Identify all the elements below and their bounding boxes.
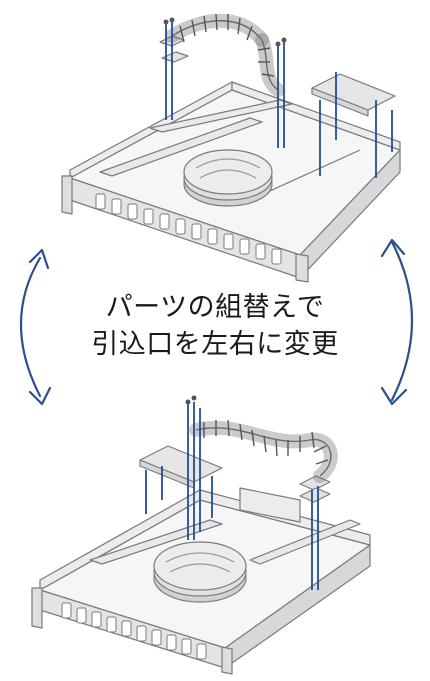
caption-line-2: 引込口を左右に変更 xyxy=(91,329,339,360)
cable-chain-top xyxy=(179,13,275,77)
curved-arrow-right-icon xyxy=(380,238,414,406)
cable-chain-bottom xyxy=(203,419,329,465)
mount-pins-top xyxy=(165,22,393,178)
adapter-slots-top xyxy=(95,193,282,265)
screw-heads-top xyxy=(163,17,287,47)
screw-heads-bottom xyxy=(185,395,197,405)
adapter-slots-bottom xyxy=(61,602,207,660)
caption-line-1: パーツの組替えで xyxy=(105,292,325,323)
curved-arrow-left-icon xyxy=(20,248,52,406)
tray-illustration-bottom xyxy=(31,420,371,675)
mount-pins-bottom xyxy=(145,402,319,590)
